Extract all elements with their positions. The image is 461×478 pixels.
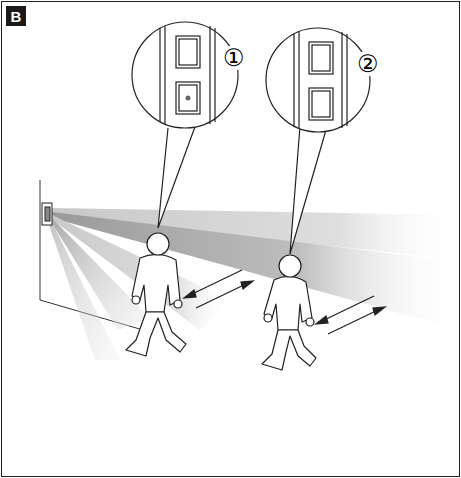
callout-number: ① [222,46,246,70]
motion-arrows [184,270,385,334]
figure-letter: B [6,6,26,26]
callout-number: ② [356,52,380,76]
motion-sensor [42,203,52,225]
walking-person [126,233,186,356]
callout-led-off [266,28,370,254]
detection-zones [48,208,461,360]
walking-person [262,255,316,370]
